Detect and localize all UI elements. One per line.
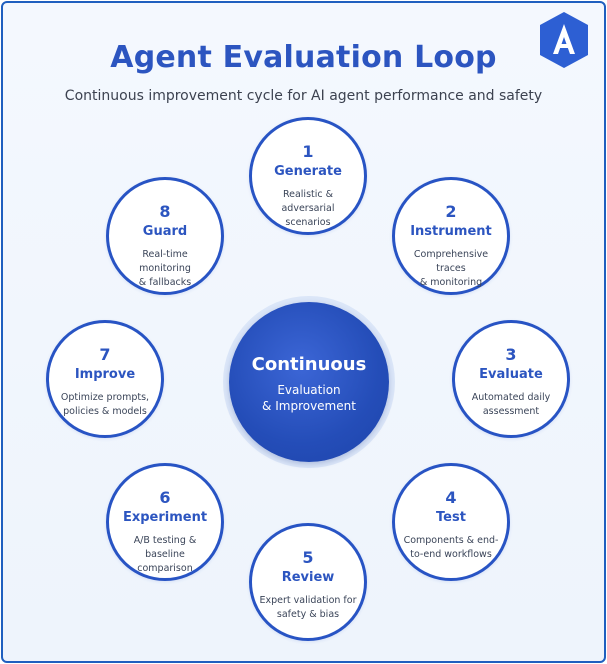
step-node-5: 5 Review Expert validation for safety & …: [249, 523, 367, 641]
step-desc-line-1: Real-time monitoring: [139, 249, 191, 274]
step-desc-line-2: & fallbacks: [138, 277, 192, 288]
step-desc-line-2: & monitoring: [419, 277, 483, 288]
step-node-8: 8 Guard Real-time monitoring & fallbacks: [106, 177, 224, 295]
step-number: 4: [445, 488, 457, 507]
step-number: 5: [302, 548, 314, 567]
step-name: Review: [281, 570, 335, 585]
step-name: Guard: [142, 224, 188, 239]
step-desc-line-1: Automated daily: [471, 392, 551, 403]
step-description: Real-time monitoring & fallbacks: [115, 248, 215, 290]
step-description: Components & end- to-end workflows: [401, 534, 501, 562]
step-desc-line-2: safety & bias: [276, 609, 340, 620]
step-name: Improve: [74, 367, 136, 382]
step-desc-line-2: comparison: [137, 563, 193, 574]
step-name: Test: [436, 510, 466, 525]
step-node-7: 7 Improve Optimize prompts, policies & m…: [46, 320, 164, 438]
step-description: A/B testing & baseline comparison: [115, 534, 215, 576]
step-desc-line-2: to-end workflows: [410, 549, 492, 560]
step-number: 1: [302, 142, 314, 161]
logo-icon: [540, 12, 588, 68]
step-name: Generate: [274, 164, 342, 179]
step-name: Experiment: [122, 510, 208, 525]
center-title: Continuous: [251, 354, 367, 375]
step-description: Realistic & adversarial scenarios: [258, 188, 358, 230]
center-subtitle: Evaluation & Improvement: [229, 382, 389, 414]
step-node-2: 2 Instrument Comprehensive traces & moni…: [392, 177, 510, 295]
step-desc-line-1: Optimize prompts,: [60, 392, 150, 403]
step-description: Automated daily assessment: [461, 391, 561, 419]
center-line-2: & Improvement: [262, 399, 356, 413]
step-desc-line-2: scenarios: [285, 217, 331, 228]
step-number: 2: [445, 202, 457, 221]
step-description: Optimize prompts, policies & models: [55, 391, 155, 419]
step-desc-line-1: Comprehensive traces: [413, 249, 489, 274]
step-node-4: 4 Test Components & end- to-end workflow…: [392, 463, 510, 581]
center-hub: Continuous Evaluation & Improvement: [229, 302, 389, 462]
step-desc-line-1: A/B testing & baseline: [133, 535, 197, 560]
step-desc-line-1: Realistic & adversarial: [281, 189, 335, 214]
step-name: Evaluate: [479, 367, 543, 382]
step-number: 6: [159, 488, 171, 507]
step-desc-line-2: assessment: [482, 406, 540, 417]
step-number: 8: [159, 202, 171, 221]
step-number: 3: [505, 345, 517, 364]
step-description: Expert validation for safety & bias: [258, 594, 358, 622]
step-desc-line-2: policies & models: [63, 406, 147, 417]
step-desc-line-1: Expert validation for: [259, 595, 357, 606]
step-node-6: 6 Experiment A/B testing & baseline comp…: [106, 463, 224, 581]
step-description: Comprehensive traces & monitoring: [401, 248, 501, 290]
step-number: 7: [99, 345, 111, 364]
page-title: Agent Evaluation Loop: [110, 40, 497, 75]
step-node-1: 1 Generate Realistic & adversarial scena…: [249, 117, 367, 235]
step-node-3: 3 Evaluate Automated daily assessment: [452, 320, 570, 438]
center-line-1: Evaluation: [277, 383, 341, 397]
step-name: Instrument: [410, 224, 492, 239]
page-subtitle: Continuous improvement cycle for AI agen…: [64, 88, 543, 104]
step-desc-line-1: Components & end-: [403, 535, 499, 546]
